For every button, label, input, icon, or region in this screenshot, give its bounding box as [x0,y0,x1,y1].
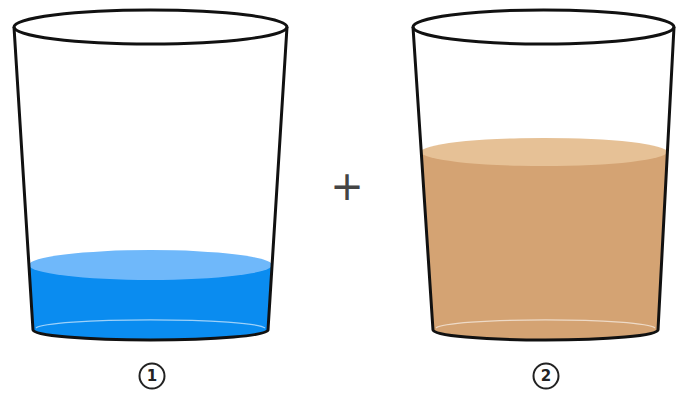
callout-circle: 2 [532,362,560,390]
cup-body [413,27,674,340]
callout-number: 2 [541,369,551,384]
cup-rim [413,10,674,44]
blue-liquid-surface [29,250,272,280]
cup-body [14,27,287,340]
brown-liquid-surface [421,138,667,166]
cup-rim [14,10,287,44]
brown-liquid [421,152,667,340]
callout-circle: 1 [138,362,166,390]
plus-sign: + [330,166,364,206]
callout-number: 1 [147,369,157,384]
